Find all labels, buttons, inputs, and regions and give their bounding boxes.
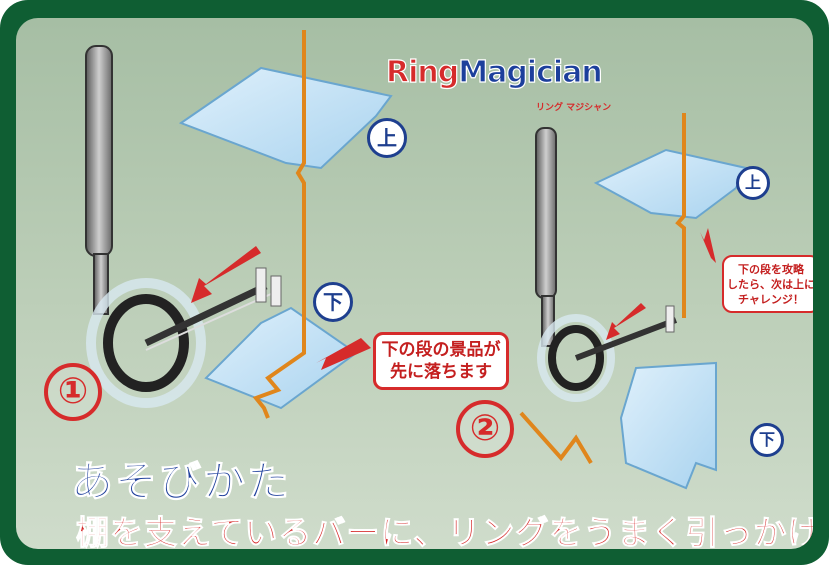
right-ring: [537, 305, 678, 402]
left-red-arrow: [191, 246, 261, 303]
challenge-arrow: [700, 228, 716, 263]
left-upper-shelf: [178, 66, 393, 170]
logo-subtitle: リング マジシャン: [536, 103, 612, 113]
left-ring: [86, 267, 282, 408]
right-support-bar: [675, 113, 686, 318]
left-support-bar: [252, 30, 306, 419]
upper-label-right: 上: [736, 166, 770, 200]
right-red-arrow: [606, 303, 646, 340]
upper-label-left: 上: [367, 118, 407, 158]
callout-line-2: 先に落ちます: [390, 362, 492, 382]
callout-arrow: [316, 338, 371, 370]
lower-prize-callout: 下の段の景品が 先に落ちます: [373, 332, 509, 390]
illustration: [85, 30, 748, 490]
callout-line-1: 下の段の景品が: [381, 340, 501, 360]
left-pole: [85, 45, 113, 315]
step-2-marker: ②: [456, 400, 514, 458]
lower-label-right: 下: [750, 423, 784, 457]
logo: RingMagician: [385, 55, 604, 90]
instruction-panel: RingMagician リング マジシャン 上 下 上 下 下の段の景品が 先…: [16, 18, 813, 549]
logo-magician: Magician: [458, 55, 604, 90]
right-pole: [535, 127, 557, 347]
how-to-play-description: 棚を支えているバーに、リングをうまく引っかけよう!: [75, 513, 813, 550]
fallen-bar: [519, 411, 593, 465]
left-lower-shelf: [204, 306, 358, 410]
challenge-line-2: したら、次は上に: [727, 278, 813, 291]
challenge-callout: 下の段を攻略 したら、次は上に チャレンジ！: [722, 255, 813, 313]
challenge-line-1: 下の段を攻略: [738, 263, 804, 276]
right-lower-shelf: [619, 361, 717, 490]
how-to-play-title: あそびかた: [70, 457, 292, 506]
logo-ring: Ring: [385, 55, 459, 90]
lower-label-left: 下: [313, 282, 353, 322]
challenge-line-3: チャレンジ！: [738, 293, 804, 306]
step-1-marker: ①: [44, 363, 102, 421]
right-upper-shelf: [593, 148, 748, 220]
